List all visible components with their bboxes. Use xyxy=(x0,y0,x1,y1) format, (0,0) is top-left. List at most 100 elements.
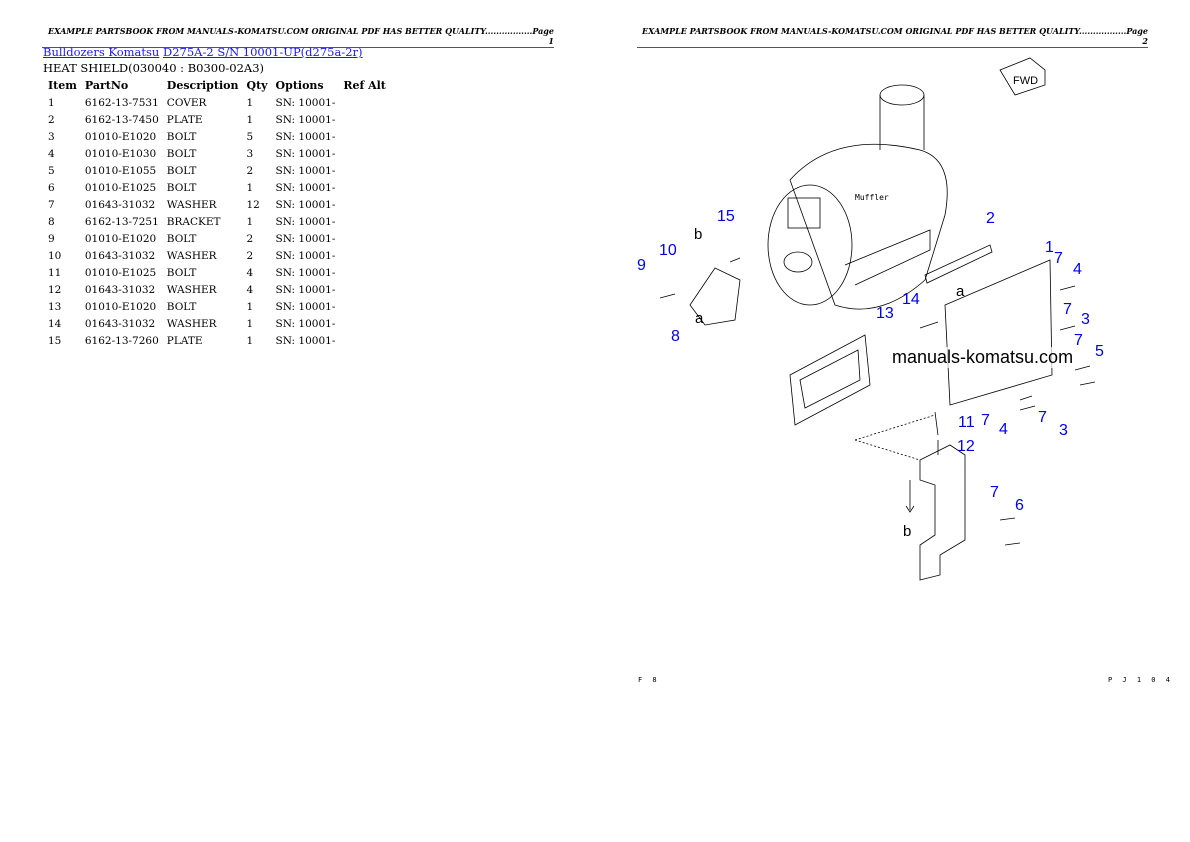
table-cell: SN: 10001- xyxy=(275,334,336,347)
footer-right: P J 1 0 4 xyxy=(1108,676,1173,684)
callout-14: 14 xyxy=(902,291,920,308)
letter-a: a xyxy=(695,310,704,327)
table-cell: SN: 10001- xyxy=(275,181,336,194)
table-cell: 1 xyxy=(48,96,55,109)
table-cell: SN: 10001- xyxy=(275,300,336,313)
table-cell: COVER xyxy=(166,96,207,109)
table-cell: WASHER xyxy=(166,198,217,211)
table-cell xyxy=(339,247,390,264)
column-header: Qty xyxy=(246,79,268,92)
table-cell: 4 xyxy=(246,266,254,279)
table-cell: SN: 10001- xyxy=(275,130,336,143)
table-cell xyxy=(339,332,390,349)
table-cell: 12 xyxy=(246,198,260,211)
table-cell: 5 xyxy=(48,164,55,177)
table-cell: SN: 10001- xyxy=(275,215,336,228)
callout-12: 12 xyxy=(957,438,975,455)
breadcrumb-model-link[interactable]: D275A-2 S/N 10001-UP(d275a-2r) xyxy=(162,45,363,59)
table-cell: 1 xyxy=(246,300,254,313)
table-cell: 9 xyxy=(48,232,55,245)
footer-left: F 8 xyxy=(638,676,660,684)
bracket-8 xyxy=(689,267,741,326)
table-cell: PLATE xyxy=(166,113,203,126)
callout-7: 7 xyxy=(1063,301,1072,318)
table-cell xyxy=(339,128,390,145)
callout-3: 3 xyxy=(1059,422,1068,439)
table-cell: 01010-E1025 xyxy=(84,181,157,194)
callout-4: 4 xyxy=(999,421,1008,438)
table-cell: 5 xyxy=(246,130,254,143)
bolts xyxy=(659,257,1096,546)
table-cell: SN: 10001- xyxy=(275,266,336,279)
table-cell xyxy=(339,298,390,315)
callout-1: 1 xyxy=(1045,239,1054,256)
column-header: Description xyxy=(166,79,239,92)
fwd-text: FWD xyxy=(1013,75,1038,87)
table-cell: 3 xyxy=(246,147,254,160)
letter-a: a xyxy=(956,283,965,300)
breadcrumb-category-link[interactable]: Bulldozers Komatsu xyxy=(43,45,160,59)
parts-diagram: FWD Muffler xyxy=(620,40,1160,600)
table-cell: 10 xyxy=(48,249,62,262)
callout-4: 4 xyxy=(1073,261,1082,278)
table-cell: 6162-13-7260 xyxy=(84,334,159,347)
table-cell: 01010-E1020 xyxy=(84,232,157,245)
callout-3: 3 xyxy=(1081,311,1090,328)
callout-8: 8 xyxy=(671,328,680,345)
table-cell: 6162-13-7531 xyxy=(84,96,159,109)
table-cell: 01643-31032 xyxy=(84,198,156,211)
page-1-header: EXAMPLE PARTSBOOK FROM MANUALS-KOMATSU.C… xyxy=(42,26,554,48)
table-cell: 01010-E1020 xyxy=(84,130,157,143)
plate-2 xyxy=(924,244,993,284)
table-cell: 12 xyxy=(48,283,62,296)
table-cell: BRACKET xyxy=(166,215,221,228)
table-cell xyxy=(339,213,390,230)
letter-b: b xyxy=(694,226,703,243)
column-header: Ref Alt xyxy=(343,79,386,92)
table-cell xyxy=(339,281,390,298)
table-cell: 4 xyxy=(246,283,254,296)
muffler-drawing: Muffler xyxy=(767,84,948,310)
table-cell: 1 xyxy=(246,215,254,228)
table-cell: SN: 10001- xyxy=(275,317,336,330)
table-cell: BOLT xyxy=(166,300,197,313)
letter-b: b xyxy=(903,523,912,540)
callout-7: 7 xyxy=(1038,409,1047,426)
callout-13: 13 xyxy=(876,305,894,322)
table-cell: SN: 10001- xyxy=(275,113,336,126)
table-cell: 11 xyxy=(48,266,62,279)
table-cell: 01643-31032 xyxy=(84,249,156,262)
table-cell: 13 xyxy=(48,300,62,313)
table-cell: 7 xyxy=(48,198,55,211)
table-cell: 1 xyxy=(246,317,254,330)
bracket-lower xyxy=(854,414,966,581)
table-cell: SN: 10001- xyxy=(275,198,336,211)
table-cell: 01010-E1030 xyxy=(84,147,157,160)
table-cell: 1 xyxy=(246,181,254,194)
table-cell: 3 xyxy=(48,130,55,143)
table-cell: 2 xyxy=(246,164,254,177)
callout-7: 7 xyxy=(981,412,990,429)
table-cell: 8 xyxy=(48,215,55,228)
column-header: PartNo xyxy=(84,79,129,92)
table-cell: SN: 10001- xyxy=(275,96,336,109)
watermark: manuals-komatsu.com xyxy=(892,347,1074,368)
table-cell xyxy=(339,179,390,196)
callout-7: 7 xyxy=(1074,332,1083,349)
table-cell: 2 xyxy=(246,249,254,262)
table-cell: 4 xyxy=(48,147,55,160)
breadcrumb: Bulldozers Komatsu D275A-2 S/N 10001-UP(… xyxy=(43,45,363,59)
